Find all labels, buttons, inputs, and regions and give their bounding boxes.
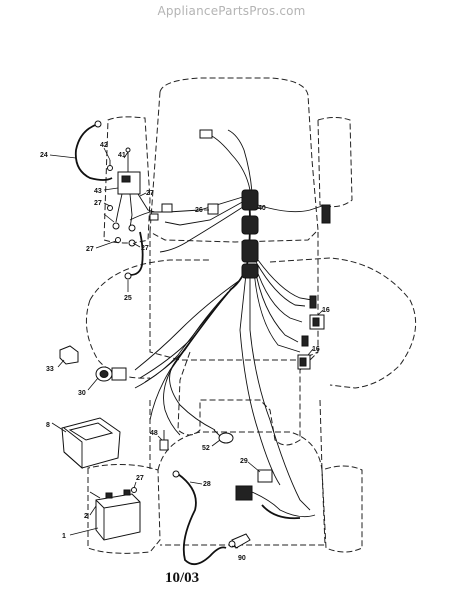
callout-25: 25 (124, 295, 132, 302)
callout-52: 52 (202, 445, 210, 452)
callout-16-b: 16 (312, 346, 320, 353)
main-harness (129, 129, 326, 511)
callout-42: 42 (100, 142, 108, 149)
callout-8: 8 (46, 422, 50, 429)
callout-43: 43 (94, 188, 102, 195)
deck-left-edge (85, 299, 151, 379)
rear-axle (149, 399, 323, 471)
callout-27-a: 27 (94, 200, 102, 207)
callout-16-a: 16 (322, 307, 330, 314)
connector-29 (235, 469, 316, 520)
callout-27-c: 27 (86, 246, 94, 253)
solenoid-assembly (107, 147, 156, 247)
callout-29: 29 (240, 458, 248, 465)
top-connector (199, 129, 213, 139)
callout-2: 2 (84, 513, 88, 520)
callout-labels: 24 42 41 43 27 27 27 27 25 26 40 16 16 3… (40, 142, 330, 562)
callout-1: 1 (62, 533, 66, 540)
connectors (149, 129, 331, 370)
lamp-52 (213, 429, 234, 444)
rear-right-wheel (321, 465, 363, 553)
callout-27-b: 27 (146, 190, 154, 197)
callout-27-d: 27 (141, 245, 149, 252)
hood-outline (149, 77, 319, 243)
wire-loom-40 (241, 189, 259, 279)
cable-28 (177, 473, 227, 566)
front-right-wheel (317, 117, 353, 208)
frame-outline (149, 232, 319, 361)
fuse-48 (159, 430, 169, 451)
bracket-33 (59, 345, 79, 365)
callout-41: 41 (118, 152, 126, 159)
watermark: AppliancePartsPros.com (157, 4, 306, 18)
ground-cable-25 (129, 231, 144, 276)
seat-frame (177, 351, 319, 446)
callout-48: 48 (150, 430, 158, 437)
connector-26 (207, 203, 219, 215)
rear-body (157, 431, 326, 546)
right-connector (321, 204, 331, 224)
part-90 (228, 533, 251, 549)
ignition-switch-30 (95, 366, 127, 382)
battery-cable-24 (74, 123, 113, 181)
battery-tray-8 (61, 417, 121, 470)
callout-33: 33 (46, 366, 54, 373)
date-code: 10/03 (165, 570, 200, 586)
callout-27-e: 27 (136, 475, 144, 482)
rear-left-wheel (87, 463, 161, 554)
leader-lines (49, 147, 324, 549)
battery-1 (89, 487, 141, 541)
callout-24: 24 (40, 152, 48, 159)
callout-26: 26 (195, 207, 203, 214)
callout-40: 40 (258, 205, 266, 212)
callout-90: 90 (238, 555, 246, 562)
deck-outline (89, 257, 417, 389)
solenoid-43 (117, 171, 141, 195)
callout-30: 30 (78, 390, 86, 397)
callout-28: 28 (203, 481, 211, 488)
